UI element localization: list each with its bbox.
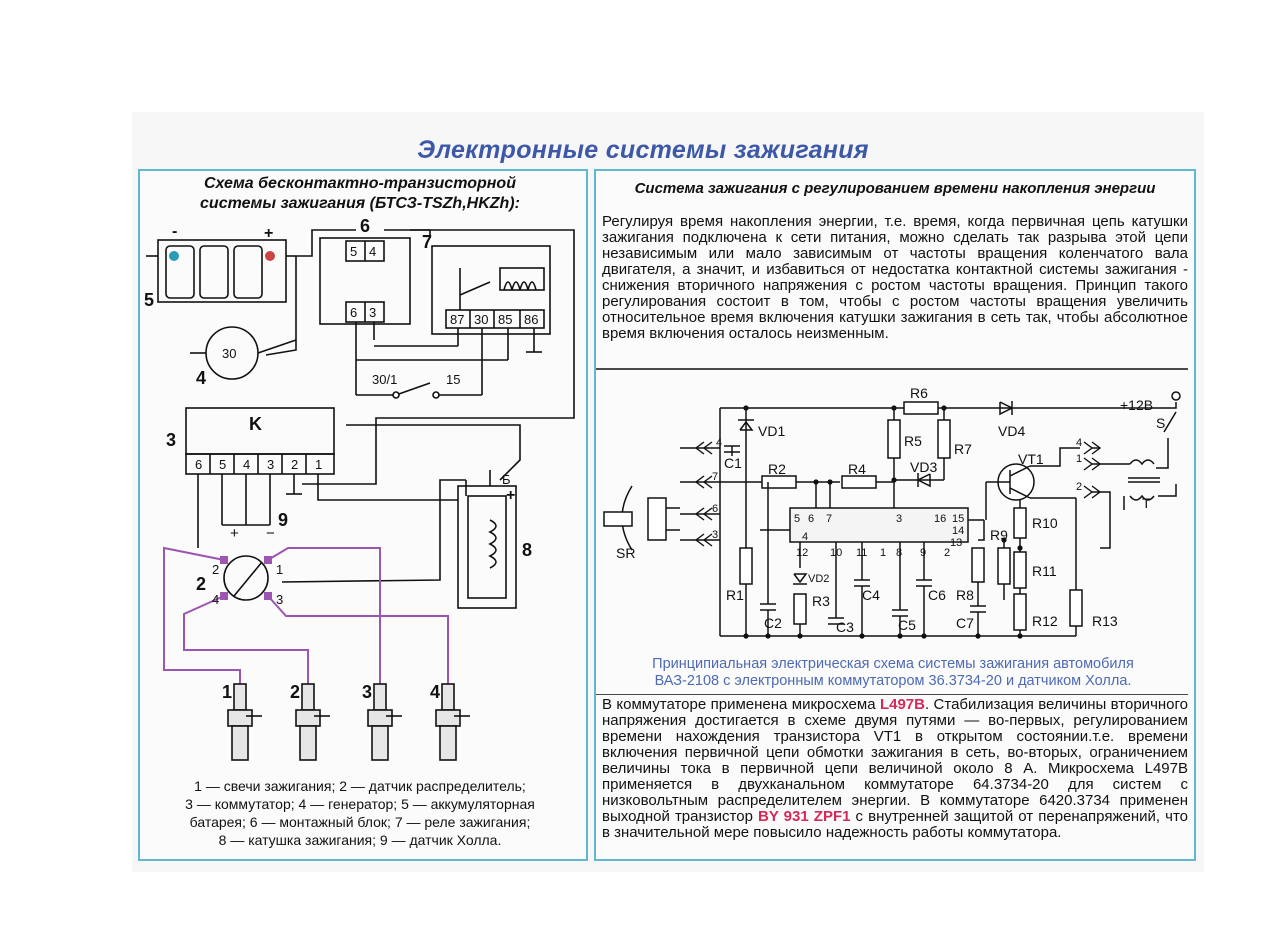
right-divider-lower: [596, 694, 1188, 695]
legend-line3: батарея; 6 — монтажный блок; 7 — реле за…: [189, 814, 531, 830]
para2-text-a: В коммутаторе применена микросхема: [602, 696, 880, 713]
legend-line4: 8 — катушка зажигания; 9 — датчик Холла.: [218, 832, 502, 848]
commutator-paragraph: В коммутаторе применена микросхема L497B…: [602, 697, 1188, 841]
left-panel: [138, 169, 588, 861]
schematic-caption: Принципиальная электрическая схема систе…: [600, 656, 1186, 690]
left-title: Схема бесконтактно-транзисторной системы…: [150, 174, 570, 214]
legend-line1: 1 — свечи зажигания; 2 — датчик распреде…: [194, 778, 526, 794]
caption-line2: ВАЗ-2108 с электронным коммутатором 36.3…: [654, 673, 1132, 689]
intro-paragraph: Регулируя время накопления энергии, т.е.…: [602, 213, 1188, 342]
caption-line1: Принципиальная электрическая схема систе…: [652, 656, 1134, 672]
right-divider: [596, 368, 1188, 370]
legend-line2: 3 — коммутатор; 4 — генератор; 5 — аккум…: [185, 796, 535, 812]
left-title-line2: системы зажигания (БТСЗ-TSZh,HKZh):: [200, 195, 520, 212]
left-title-line1: Схема бесконтактно-транзисторной: [204, 175, 516, 192]
right-title: Система зажигания с регулированием време…: [634, 180, 1156, 197]
chip-name: L497B: [879, 696, 925, 713]
legend: 1 — свечи зажигания; 2 — датчик распреде…: [150, 777, 570, 849]
page-title: Электронные системы зажигания: [417, 136, 869, 164]
para2-text-c: с внутренней защитой от перенапряжений, …: [602, 808, 1188, 841]
para2-text-b: . Стабилизация величины вторичного напря…: [602, 696, 1188, 825]
transistor-name: BY 931 ZPF1: [758, 808, 851, 825]
